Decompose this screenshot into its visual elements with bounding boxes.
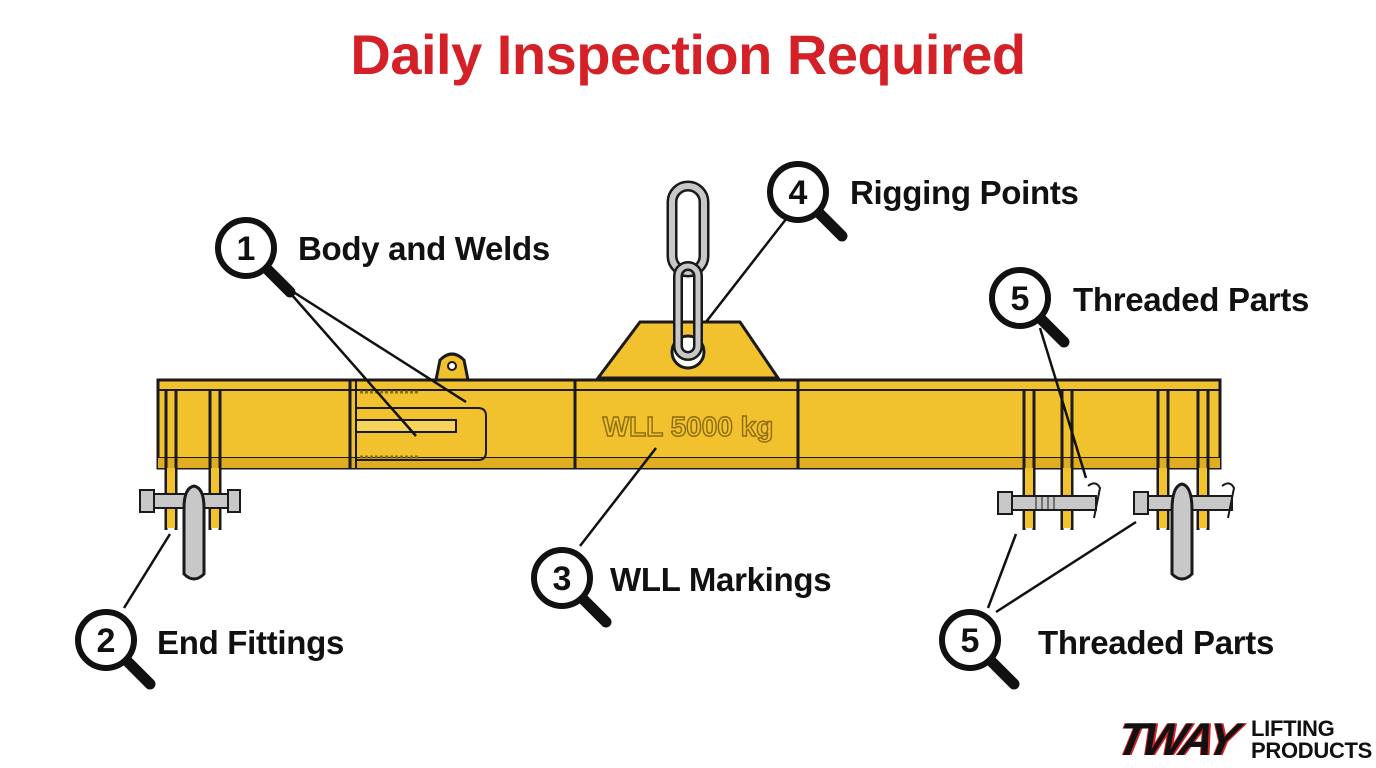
beam-marking: WLL 5000 kg bbox=[603, 411, 774, 442]
magnifier-icon: 4 bbox=[767, 161, 848, 242]
magnifier-icon: 2 bbox=[75, 609, 156, 690]
callout-label-wll-markings: WLL Markings bbox=[610, 561, 832, 598]
callout-number: 4 bbox=[789, 174, 808, 212]
callout-number: 2 bbox=[97, 622, 116, 660]
brand-name: TWAY bbox=[1112, 713, 1241, 765]
right-end-fitting-2 bbox=[1133, 482, 1236, 581]
leader-lines bbox=[122, 213, 1137, 614]
page-title: Daily Inspection Required bbox=[350, 23, 1026, 86]
magnifier-icon: 5 bbox=[989, 267, 1070, 348]
callout-label-threaded-parts-lower: Threaded Parts bbox=[1038, 624, 1275, 661]
callout-label-rigging-points: Rigging Points bbox=[850, 174, 1079, 211]
right-end-fitting-1 bbox=[997, 482, 1102, 519]
master-link-icon bbox=[666, 180, 710, 361]
brand-logo: TWAY LIFTING PRODUCTS bbox=[1112, 713, 1372, 766]
magnifier-icon: 1 bbox=[215, 217, 296, 298]
callout-label-body-welds: Body and Welds bbox=[298, 230, 550, 267]
callout-label-end-fittings: End Fittings bbox=[157, 624, 345, 661]
callout-number: 1 bbox=[237, 230, 256, 268]
beam-body bbox=[156, 378, 1222, 530]
callout-number: 3 bbox=[553, 560, 572, 598]
callout-number: 5 bbox=[1011, 280, 1030, 318]
brand-line2: PRODUCTS bbox=[1251, 738, 1373, 763]
magnifier-icon: 3 bbox=[531, 547, 612, 628]
magnifier-icon: 5 bbox=[939, 609, 1020, 690]
callout-label-threaded-parts-upper: Threaded Parts bbox=[1073, 281, 1310, 318]
left-end-fitting bbox=[139, 484, 241, 581]
brand-line1: LIFTING bbox=[1251, 716, 1335, 741]
callout-number: 5 bbox=[961, 622, 980, 660]
